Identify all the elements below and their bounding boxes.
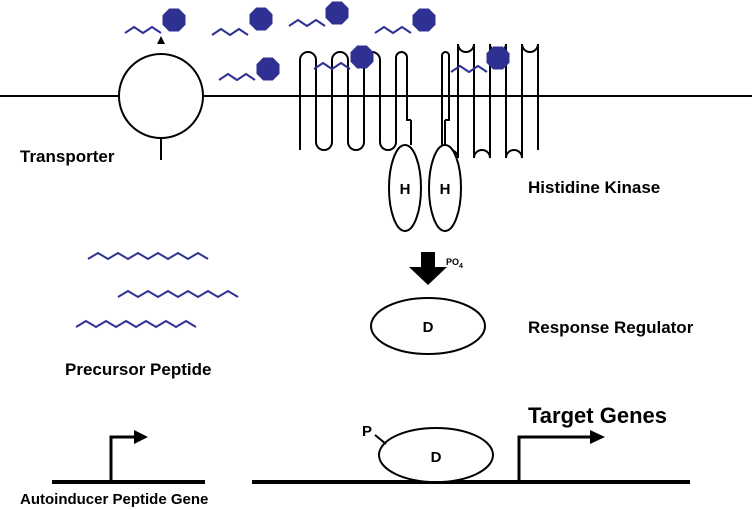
phosphate-label: P (362, 423, 372, 440)
thiolactone-ring (350, 45, 374, 69)
autoinducer-peptide-icon (218, 57, 280, 82)
autoinducer-peptide-icon (374, 8, 436, 35)
peptide-chain (211, 27, 249, 37)
peptide-chain (117, 289, 239, 299)
precursor-peptide-label: Precursor Peptide (65, 360, 211, 379)
phosphorylated-regulator (378, 427, 494, 483)
peptide-chain (87, 251, 209, 261)
d-domain-bound-label: D (431, 449, 442, 466)
peptide-chain (450, 64, 488, 74)
promoter-arrow-icon (109, 430, 148, 482)
autoinducer-peptide-icon (288, 1, 349, 28)
thiolactone-ring (162, 8, 186, 32)
autoinducer-peptide-icon (450, 46, 510, 74)
histidine-kinase-icon (299, 43, 539, 232)
kinase-left-transmembrane (299, 51, 411, 151)
peptide-layer (75, 1, 510, 329)
autoinducer-peptide-icon (211, 7, 273, 37)
thiolactone-ring (256, 57, 280, 81)
transporter-label: Transporter (20, 147, 115, 166)
peptide-chain (374, 25, 412, 35)
peptide-chain (313, 61, 351, 71)
autoinducer-peptide-icon (87, 251, 209, 261)
thiolactone-ring (412, 8, 436, 32)
h-domain-right (428, 144, 462, 232)
po4-label: PO4 (446, 257, 463, 270)
h-domain-right-label: H (440, 181, 451, 198)
autoinducer-peptide-icon (75, 319, 197, 329)
target-promoter-arrow-icon (517, 430, 605, 482)
transporter-icon (118, 36, 204, 160)
autoinducer-peptide-icon (124, 8, 186, 35)
response-regulator-domain (370, 297, 486, 355)
peptide-chain (75, 319, 197, 329)
histidine-kinase-label: Histidine Kinase (528, 178, 660, 197)
peptide-chain (124, 25, 162, 35)
autoinducer-gene-label: Autoinducer Peptide Gene (20, 491, 208, 508)
d-domain-cytoplasm-label: D (423, 319, 434, 336)
thiolactone-ring (325, 1, 349, 25)
response-regulator-label: Response Regulator (528, 318, 694, 337)
peptide-chain (288, 18, 326, 28)
phosphotransfer-arrow-icon (409, 252, 447, 285)
thiolactone-ring (249, 7, 273, 31)
autoinducer-peptide-icon (313, 45, 374, 71)
peptide-chain (218, 72, 256, 82)
h-domain-left (388, 144, 422, 232)
h-domain-left-label: H (400, 181, 411, 198)
autoinducer-peptide-icon (117, 289, 239, 299)
thiolactone-ring (486, 46, 510, 70)
target-genes-label: Target Genes (528, 403, 667, 428)
